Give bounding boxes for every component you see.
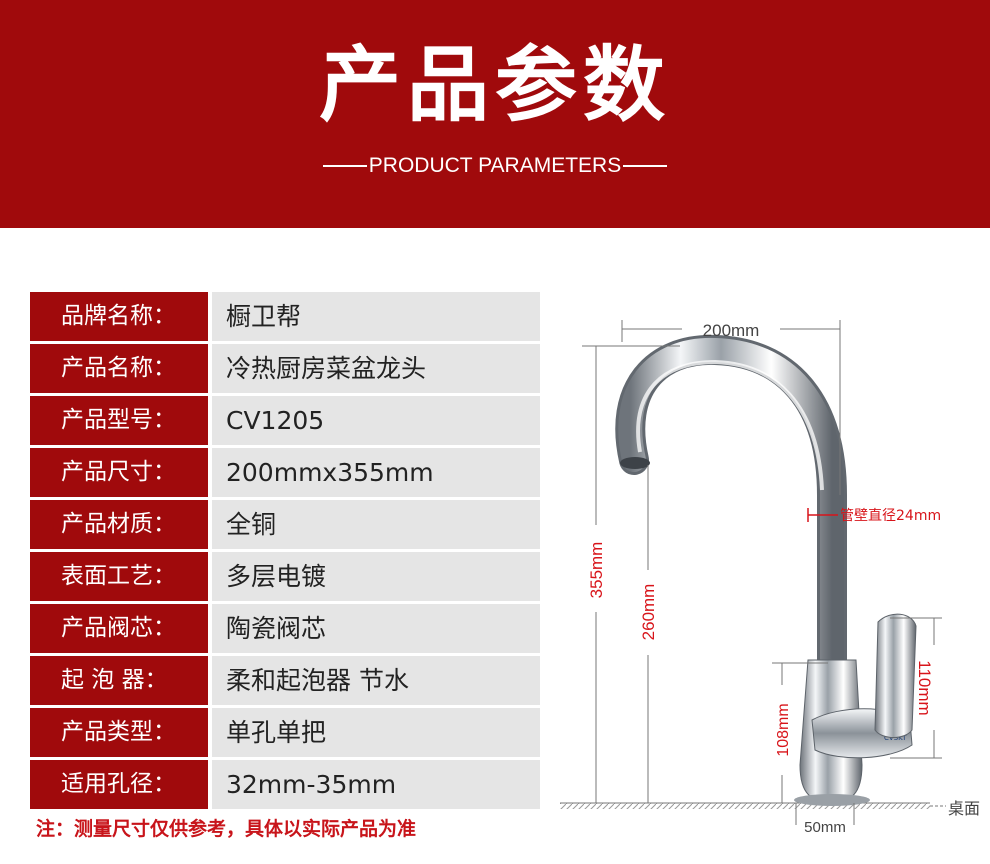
height-dimension [582, 345, 680, 803]
spec-value: 单孔单把 [212, 708, 540, 757]
spec-row-model: 产品型号： CV1205 [30, 396, 540, 445]
spec-label: 起 泡 器： [30, 656, 208, 705]
handle-label: 110mm [915, 660, 934, 715]
spec-label: 产品型号： [30, 396, 208, 445]
disclaimer-note: 注：测量尺寸仅供参考，具体以实际产品为准 [36, 818, 417, 840]
spec-value: 柔和起泡器 节水 [212, 656, 540, 705]
faucet-illustration: CVSKT [615, 334, 917, 806]
page-subtitle: PRODUCT PARAMETERS [0, 152, 990, 180]
spec-value: 全铜 [212, 500, 540, 549]
spec-label: 表面工艺： [30, 552, 208, 601]
spec-row-size: 产品尺寸： 200mmx355mm [30, 448, 540, 497]
brand-mark: CVSKT [884, 734, 907, 742]
spec-value: 200mmx355mm [212, 448, 540, 497]
subtitle-right-dash [623, 165, 668, 168]
spec-row-finish: 表面工艺： 多层电镀 [30, 552, 540, 601]
base-height-label: 108mm [775, 703, 792, 756]
spec-value: 陶瓷阀芯 [212, 604, 540, 653]
spec-value: 冷热厨房菜盆龙头 [212, 344, 540, 393]
spec-label: 产品材质： [30, 500, 208, 549]
height-label: 355mm [587, 542, 606, 599]
spec-row-product-name: 产品名称： 冷热厨房菜盆龙头 [30, 344, 540, 393]
page-title: 产品参数 [318, 38, 671, 133]
table-surface: 桌面 [560, 799, 980, 818]
spec-table: 品牌名称： 橱卫帮 产品名称： 冷热厨房菜盆龙头 产品型号： CV1205 产品… [30, 292, 540, 812]
spec-row-valve: 产品阀芯： 陶瓷阀芯 [30, 604, 540, 653]
subtitle-text: PRODUCT PARAMETERS [368, 154, 622, 177]
width-dimension [621, 320, 841, 495]
base-width-label: 50mm [804, 819, 846, 836]
faucet-dimension-diagram: 桌面 CVSKT 200mm 355mm 260mm 管壁直径24mm [560, 320, 980, 836]
spec-label: 适用孔径： [30, 760, 208, 809]
spec-label: 产品阀芯： [30, 604, 208, 653]
subtitle-left-dash [322, 165, 367, 168]
surface-label: 桌面 [948, 799, 980, 818]
spec-row-hole-size: 适用孔径： 32mm-35mm [30, 760, 540, 809]
spec-row-aerator: 起 泡 器： 柔和起泡器 节水 [30, 656, 540, 705]
width-label: 200mm [703, 321, 760, 340]
spec-value: 多层电镀 [212, 552, 540, 601]
spec-row-brand: 品牌名称： 橱卫帮 [30, 292, 540, 341]
spout-height-label: 260mm [639, 584, 658, 641]
spec-row-material: 产品材质： 全铜 [30, 500, 540, 549]
base-height-dimension [772, 662, 828, 803]
spec-value: CV1205 [212, 396, 540, 445]
wall-label: 管壁直径24mm [840, 507, 941, 524]
spec-label: 产品类型： [30, 708, 208, 757]
spec-label: 产品尺寸： [30, 448, 208, 497]
spec-value: 橱卫帮 [212, 292, 540, 341]
wall-dimension [807, 508, 838, 522]
spec-value: 32mm-35mm [212, 760, 540, 809]
base-width-dimension [795, 803, 855, 825]
spec-label: 品牌名称： [30, 292, 208, 341]
handle-dimension [890, 617, 942, 759]
spec-label: 产品名称： [30, 344, 208, 393]
spec-row-type: 产品类型： 单孔单把 [30, 708, 540, 757]
header-banner: 产品参数 PRODUCT PARAMETERS [0, 0, 990, 228]
